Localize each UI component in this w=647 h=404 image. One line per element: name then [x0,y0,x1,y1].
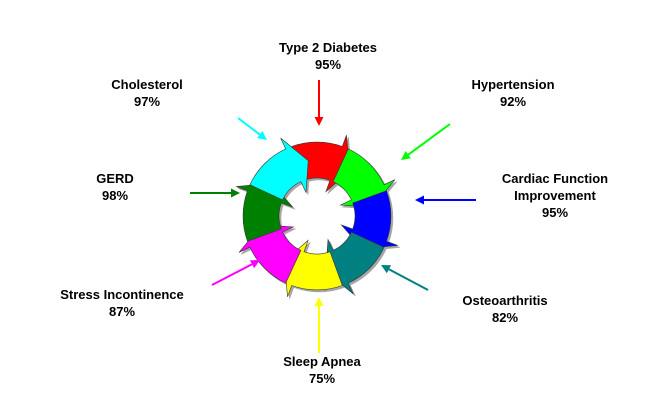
label-type2-diabetes-value: 95% [314,57,342,72]
label-stress-incontinence-name: Stress Incontinence [60,287,184,302]
ring-arrow-hypertension [332,148,396,208]
label-cardiac-function-value: 95% [541,205,569,220]
label-stress-incontinence: Stress Incontinence 87% [44,286,200,320]
pointer-arrow-stress-incontinence [211,260,260,286]
label-osteoarthritis: Osteoarthritis 82% [450,292,560,326]
pointer-arrow-type2-diabetes [314,80,324,126]
label-sleep-apnea: Sleep Apnea 75% [262,353,382,387]
label-sleep-apnea-value: 75% [308,371,336,386]
ring-arrow-stress-incontinence [238,224,302,284]
label-cholesterol-value: 97% [133,94,161,109]
label-sleep-apnea-name: Sleep Apnea [283,354,361,369]
pointer-arrow-cardiac-function [415,195,476,205]
label-cholesterol-name: Cholesterol [111,77,183,92]
pointer-arrow-cholesterol [237,117,267,140]
pointer-arrow-sleep-apnea [314,297,324,353]
label-cholesterol: Cholesterol 97% [97,76,197,110]
label-stress-incontinence-value: 87% [108,304,136,319]
pointer-arrow-osteoarthritis [381,265,429,291]
label-cardiac-function-name: Cardiac Function [501,171,609,186]
ring-arrow-cholesterol [249,137,309,201]
label-hypertension-value: 92% [499,94,527,109]
label-type2-diabetes-name: Type 2 Diabetes [278,40,378,55]
label-gerd-value: 98% [101,188,129,203]
label-cardiac-function: Cardiac Function Improvement 95% [490,170,620,221]
label-cardiac-function-name2: Improvement [514,188,596,203]
ring-arrow-osteoarthritis [325,231,385,295]
label-type2-diabetes: Type 2 Diabetes 95% [268,39,388,73]
label-hypertension: Hypertension 92% [458,76,568,110]
arrow-ring [236,135,398,297]
label-osteoarthritis-name: Osteoarthritis [462,293,548,308]
pointer-arrow-gerd [190,188,240,198]
pointer-arrows [190,80,476,353]
label-gerd-name: GERD [96,171,134,186]
label-osteoarthritis-value: 82% [491,310,519,325]
label-gerd: GERD 98% [80,170,150,204]
pointer-arrow-hypertension [401,123,451,160]
label-hypertension-name: Hypertension [471,77,555,92]
